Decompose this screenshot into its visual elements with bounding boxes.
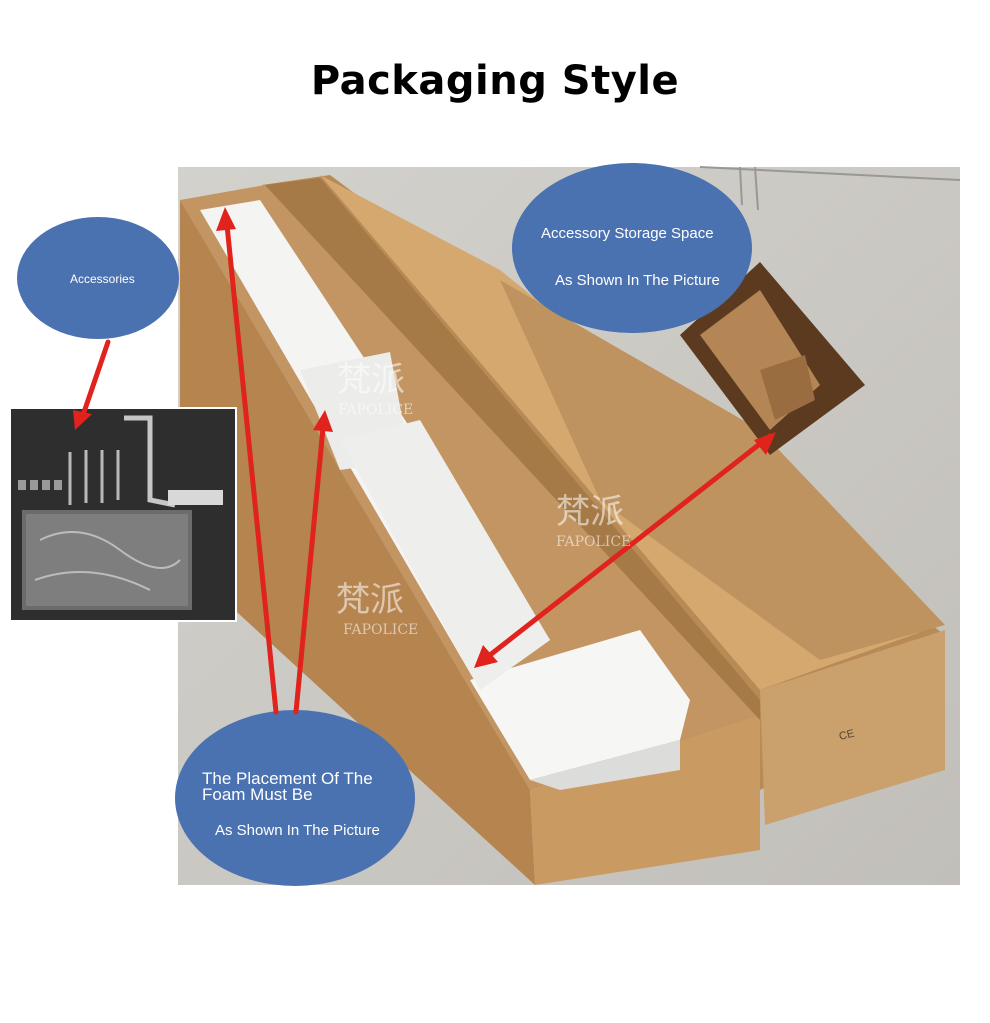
watermark-cn-1: 梵派	[337, 360, 405, 400]
storage-label-line2: As Shown In The Picture	[555, 272, 720, 289]
watermark-cn-3: 梵派	[336, 580, 404, 620]
page-title: Packaging Style	[310, 58, 680, 104]
watermark-cn-2: 梵派	[556, 492, 624, 532]
storage-label-line1: Accessory Storage Space	[541, 225, 714, 242]
red-arrows	[73, 207, 776, 715]
foam-bubble	[175, 710, 415, 886]
railing	[699, 166, 961, 211]
left-box	[180, 178, 760, 885]
watermark-en-3: FAPOLICE	[343, 622, 419, 638]
accessories-label: Accessories	[70, 272, 135, 286]
foam-label-line2: Foam Must Be	[202, 785, 313, 804]
storage-box	[680, 262, 865, 455]
watermark-en-1: FAPOLICE	[338, 402, 414, 418]
accessories-inset	[9, 407, 237, 622]
foam-label-line1: The Placement Of The	[202, 769, 373, 788]
foam-end	[470, 630, 690, 780]
accessories-bubble	[17, 217, 179, 339]
storage-bubble	[512, 163, 752, 333]
svg-text:CE: CE	[838, 728, 856, 743]
foam-label-line3: As Shown In The Picture	[215, 822, 380, 839]
watermark-en-2: FAPOLICE	[556, 534, 632, 550]
